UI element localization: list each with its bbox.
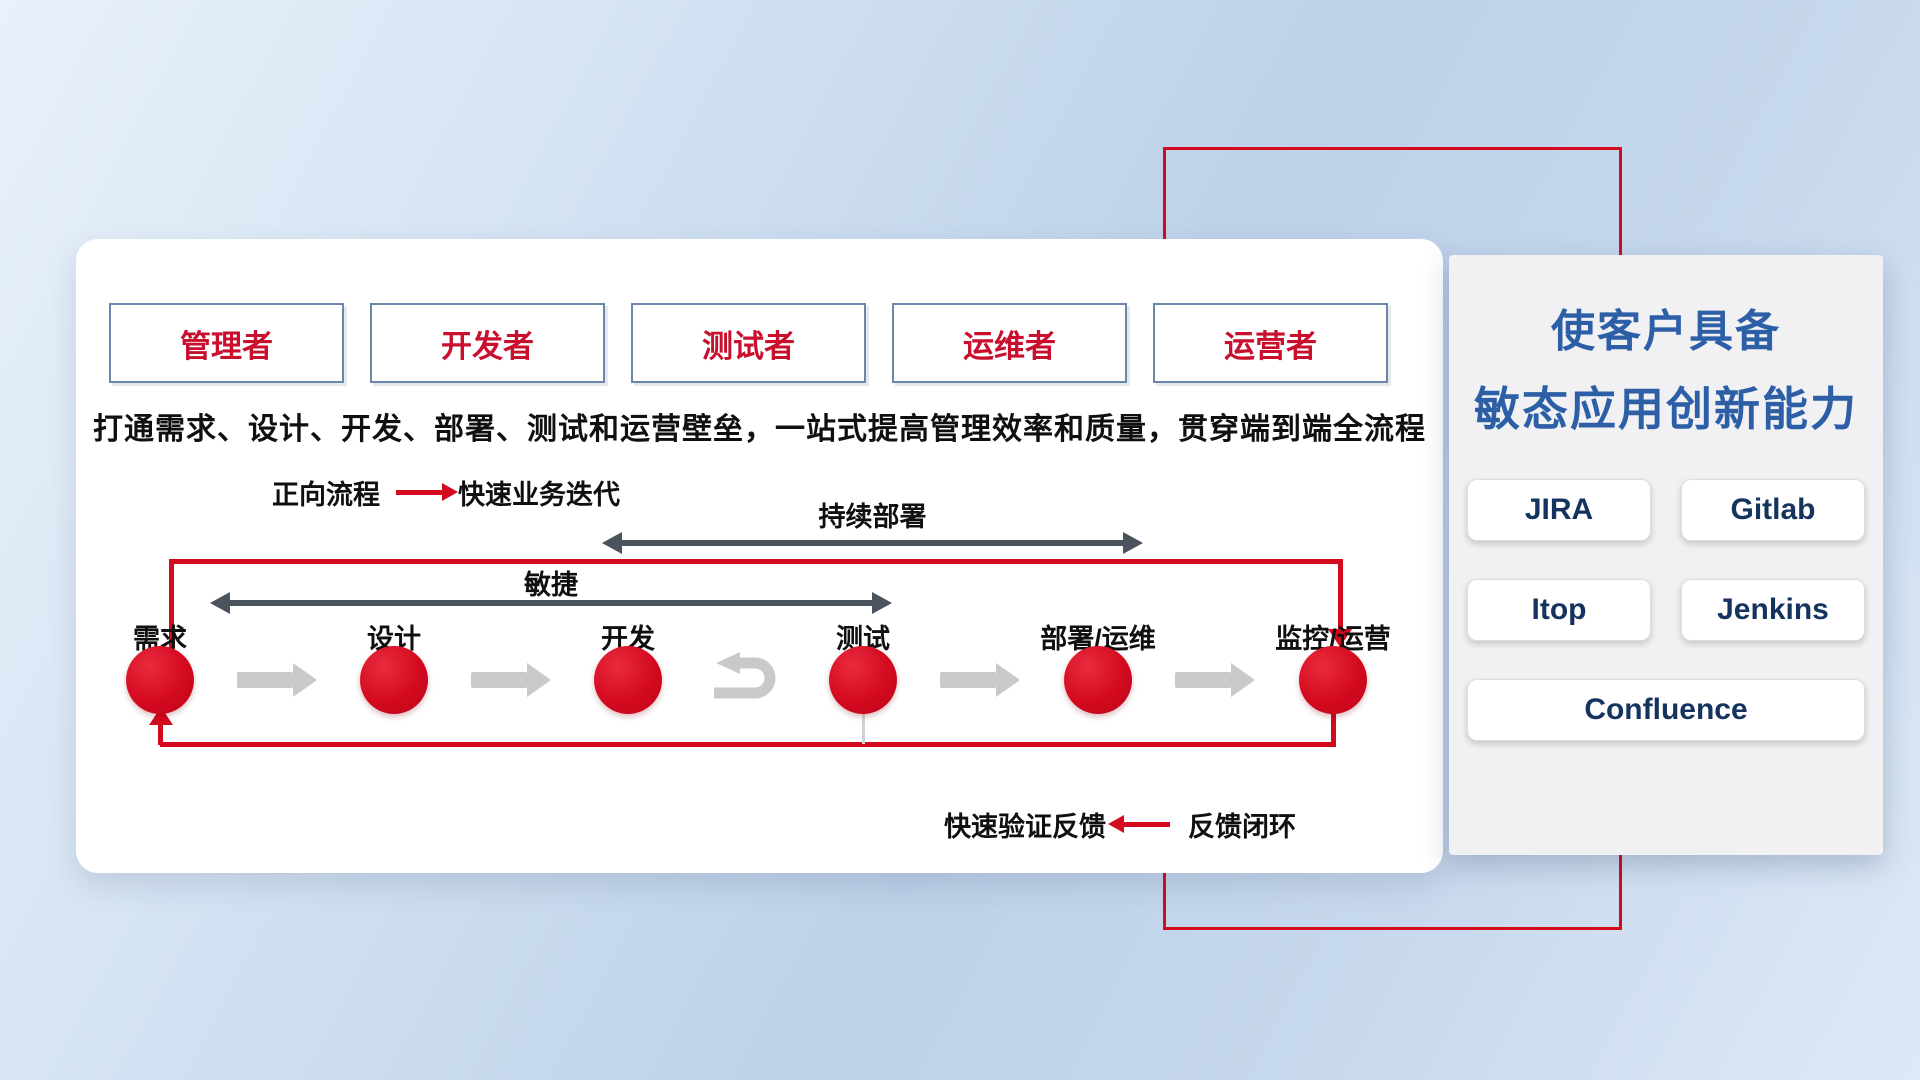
roles-row: 管理者 开发者 测试者 运维者 运营者 [109,303,1388,383]
tool-chip-confluence: Confluence [1467,679,1865,741]
agile-label: 敏捷 [524,570,578,600]
role-box-operator: 运营者 [1153,303,1388,383]
forward-legend-value: 快速业务迭代 [458,480,620,510]
panel-title-line2: 敏态应用创新能力 [1474,383,1858,435]
tool-chip-jenkins: Jenkins [1681,579,1865,641]
role-box-ops: 运维者 [892,303,1127,383]
forward-arrow-icon [396,483,458,501]
capability-panel: 使客户具备 敏态应用创新能力 JIRA Gitlab Itop Jenkins … [1449,255,1883,855]
feedback-loop-left-line [158,723,163,745]
flow-arrow-icon [940,663,1020,697]
feedback-loop-right-line [1331,709,1336,745]
feedback-loop-bottom-line [160,742,1336,747]
panel-title-line1: 使客户具备 [1551,307,1781,356]
role-box-tester: 测试者 [631,303,866,383]
forward-loop-right-line [1338,559,1343,631]
forward-loop-arrowhead-icon [1328,629,1352,647]
feedback-legend: 快速验证反馈 反馈闭环 [944,805,1296,844]
cd-double-arrow-icon [602,532,1143,554]
role-box-developer: 开发者 [370,303,605,383]
tool-chip-jira: JIRA [1467,479,1651,541]
agile-double-arrow-icon [210,592,892,614]
feedback-legend-label: 快速验证反馈 [944,812,1106,842]
flow-arrow-icon [1175,663,1255,697]
devops-flow-card: 管理者 开发者 测试者 运维者 运营者 打通需求、设计、开发、部署、测试和运营壁… [76,239,1443,873]
feedback-legend-value: 反馈闭环 [1188,812,1296,842]
feedback-arrow-icon [1108,815,1170,833]
tool-chip-itop: Itop [1467,579,1651,641]
iteration-loop-arrow-icon [714,652,776,699]
cd-label: 持续部署 [818,502,927,532]
description-text: 打通需求、设计、开发、部署、测试和运营壁垒，一站式提高管理效率和质量，贯穿端到端… [93,413,1426,446]
node-circle-monitor-ops [1299,646,1367,714]
role-box-manager: 管理者 [109,303,344,383]
tool-chip-gitlab: Gitlab [1681,479,1865,541]
node-circle-requirement [126,646,194,714]
node-circle-deploy-ops [1064,646,1132,714]
node-circle-design [360,646,428,714]
forward-legend-label: 正向流程 [272,480,380,510]
node-circle-test [829,646,897,714]
node-circle-develop [594,646,662,714]
tools-grid: JIRA Gitlab Itop Jenkins Confluence [1467,479,1865,741]
flow-arrow-icon [471,663,551,697]
test-feedback-stub-line [862,712,865,744]
flow-arrow-icon [237,663,317,697]
forward-loop-top-line [169,559,1343,564]
forward-loop-left-line [169,559,174,659]
forward-legend: 正向流程 快速业务迭代 [272,473,620,512]
